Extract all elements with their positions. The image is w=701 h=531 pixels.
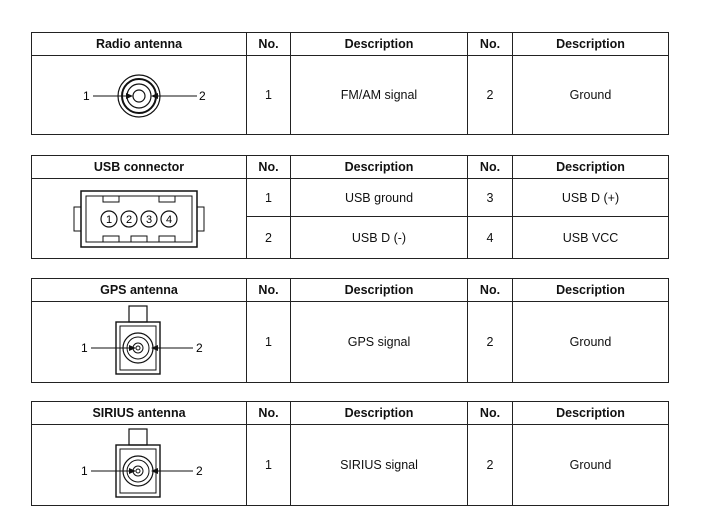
pin-label: 1 (106, 214, 112, 226)
table-header-row: GPS antenna No. Description No. Descript… (31, 278, 669, 302)
pin-label: 2 (126, 214, 132, 226)
column-header-no: No. (467, 401, 513, 425)
pin-label: 2 (196, 341, 203, 355)
sirius-antenna-connector-diagram: 1 2 (31, 424, 247, 506)
column-header-description: Description (290, 401, 468, 425)
column-header-description: Description (290, 155, 468, 179)
column-header-no: No. (246, 32, 291, 56)
pin-description: SIRIUS signal (290, 424, 468, 506)
pin-label: 4 (166, 214, 172, 226)
pin-description: Ground (512, 301, 669, 383)
table-header-row: Radio antenna No. Description No. Descri… (31, 32, 669, 56)
pin-description: FM/AM signal (290, 55, 468, 135)
pin-description: USB D (+) (512, 178, 669, 217)
connector-name: USB connector (31, 155, 247, 179)
pin-description: Ground (512, 55, 669, 135)
connector-name: Radio antenna (31, 32, 247, 56)
column-header-description: Description (512, 401, 669, 425)
usb-connector-icon: 1 2 3 4 (73, 189, 205, 248)
pin-label: 2 (199, 89, 206, 103)
pin-number: 1 (246, 301, 291, 383)
table-header-row: SIRIUS antenna No. Description No. Descr… (31, 401, 669, 425)
column-header-no: No. (246, 155, 291, 179)
radio-antenna-connector-diagram: 1 2 (31, 55, 247, 135)
column-header-no: No. (246, 278, 291, 302)
pin-number: 1 (246, 424, 291, 506)
pin-description: USB D (-) (290, 216, 468, 259)
pin-description: Ground (512, 424, 669, 506)
pin-number: 2 (467, 301, 513, 383)
column-header-description: Description (290, 32, 468, 56)
column-header-no: No. (467, 32, 513, 56)
table-row: 1 2 1 GPS signal 2 Ground (31, 301, 669, 383)
table-row: 2 USB D (-) 4 USB VCC (32, 216, 669, 259)
connector-name: SIRIUS antenna (31, 401, 247, 425)
table-header-row: USB connector No. Description No. Descri… (31, 155, 669, 179)
pin-label: 2 (196, 464, 203, 478)
usb-connector-table: USB connector No. Description No. Descri… (31, 155, 669, 259)
usb-connector-diagram: 1 2 3 4 (31, 178, 247, 259)
column-header-description: Description (290, 278, 468, 302)
connector-name: GPS antenna (31, 278, 247, 302)
pin-number: 2 (467, 424, 513, 506)
pin-label: 1 (81, 464, 88, 478)
column-header-no: No. (467, 155, 513, 179)
pin-number: 4 (467, 216, 513, 259)
column-header-no: No. (246, 401, 291, 425)
gps-antenna-connector-diagram: 1 2 (31, 301, 247, 383)
radio-antenna-table: Radio antenna No. Description No. Descri… (31, 32, 669, 135)
pin-description: USB VCC (512, 216, 669, 259)
column-header-description: Description (512, 155, 669, 179)
pin-number: 3 (467, 178, 513, 217)
pin-label: 1 (81, 341, 88, 355)
sirius-antenna-table: SIRIUS antenna No. Description No. Descr… (31, 401, 669, 506)
pin-label: 3 (146, 214, 152, 226)
fakra-connector-icon: 1 2 (81, 428, 203, 498)
pin-number: 1 (246, 55, 291, 135)
coax-connector-icon: 1 2 (83, 74, 206, 118)
column-header-no: No. (467, 278, 513, 302)
column-header-description: Description (512, 32, 669, 56)
table-row: 1 2 1 FM/AM signal 2 Ground (31, 55, 669, 135)
table-row: 1 2 1 SIRIUS signal 2 Ground (31, 424, 669, 506)
table-row: 1 2 3 4 1 USB ground 3 USB D (+) (31, 178, 669, 259)
column-header-description: Description (512, 278, 669, 302)
pin-number: 2 (467, 55, 513, 135)
pin-number: 1 (246, 178, 291, 217)
pin-description: USB ground (290, 178, 468, 217)
fakra-connector-icon: 1 2 (81, 305, 203, 375)
pin-description: GPS signal (290, 301, 468, 383)
gps-antenna-table: GPS antenna No. Description No. Descript… (31, 278, 669, 383)
pin-number: 2 (246, 216, 291, 259)
pin-label: 1 (83, 89, 90, 103)
